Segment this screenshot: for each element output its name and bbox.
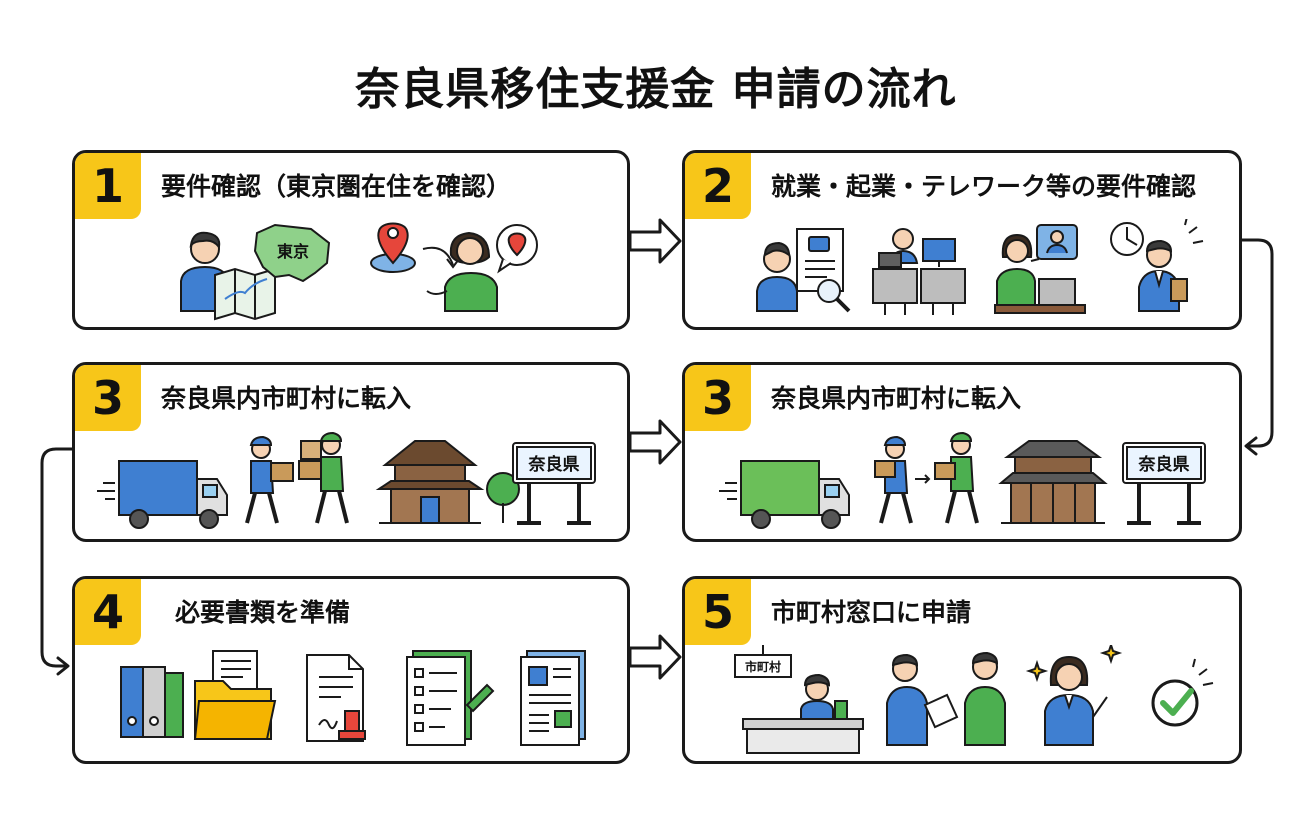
businessman-icon bbox=[1110, 219, 1204, 312]
movers-icon bbox=[245, 431, 349, 524]
step-number-badge: 5 bbox=[685, 579, 751, 645]
location-pin-icon bbox=[370, 222, 416, 273]
handover-icon bbox=[886, 651, 1006, 746]
step-title: 必要書類を準備 bbox=[175, 598, 351, 627]
step-1-illustration: 東京 bbox=[180, 222, 538, 321]
step-4-illustration bbox=[120, 650, 586, 746]
telework-icon bbox=[994, 224, 1086, 314]
step-3-illustration: 奈良県 bbox=[97, 431, 596, 529]
step-title: 奈良県内市町村に転入 bbox=[771, 384, 1022, 413]
check-icon bbox=[1151, 658, 1214, 727]
step-number-badge: 4 bbox=[75, 579, 141, 645]
arrow-3-to-4 bbox=[40, 447, 74, 676]
sign-icon bbox=[512, 442, 596, 525]
step-card-4: 4 必要書類を準備 bbox=[72, 576, 630, 764]
woman-icon bbox=[426, 231, 498, 312]
newsletter-icon bbox=[520, 650, 586, 746]
step-card-2: 2 就業・起業・テレワーク等の要件確認 bbox=[682, 150, 1242, 330]
binder-icon bbox=[120, 666, 184, 738]
approval-person-icon bbox=[1025, 645, 1123, 746]
step-title: 市町村窓口に申請 bbox=[771, 598, 972, 627]
step-title: 奈良県内市町村に転入 bbox=[161, 384, 412, 413]
folder-icon bbox=[193, 650, 277, 740]
map-label: 東京 bbox=[277, 242, 309, 261]
step-3b-illustration: 奈良県 bbox=[719, 431, 1206, 529]
seal-document-icon bbox=[306, 654, 366, 742]
tokyo-map-icon bbox=[253, 223, 331, 283]
step-number-badge: 2 bbox=[685, 153, 751, 219]
document-search-icon bbox=[756, 228, 851, 313]
movers-icon bbox=[874, 431, 979, 524]
house-icon bbox=[375, 440, 520, 524]
map-icon bbox=[214, 267, 276, 321]
arrow-3-to-3 bbox=[628, 419, 682, 465]
arrow-1-to-2 bbox=[628, 218, 682, 264]
step-number-badge: 1 bbox=[75, 153, 141, 219]
step-5-illustration: 市町村 bbox=[734, 645, 1214, 754]
step-number-badge: 3 bbox=[75, 365, 141, 431]
counter-icon bbox=[734, 645, 864, 754]
sign-label: 奈良県 bbox=[528, 454, 580, 475]
page-title: 奈良県移住支援金 申請の流れ bbox=[355, 64, 957, 115]
truck-icon bbox=[97, 460, 228, 529]
counter-label: 市町村 bbox=[745, 659, 781, 674]
speech-bubble-pin-icon bbox=[496, 224, 538, 274]
sign-icon bbox=[1122, 442, 1206, 525]
step-number-badge: 3 bbox=[685, 365, 751, 431]
arrow-2-to-3 bbox=[1240, 238, 1274, 456]
step-2-illustration bbox=[756, 219, 1204, 315]
house-icon bbox=[998, 440, 1108, 524]
sign-label: 奈良県 bbox=[1138, 454, 1190, 475]
office-desk-icon bbox=[872, 228, 966, 315]
step-card-1: 1 要件確認（東京圏在住を確認） 東京 bbox=[72, 150, 630, 330]
route-arrow bbox=[422, 246, 454, 266]
step-title: 要件確認（東京圏在住を確認） bbox=[161, 172, 512, 201]
step-card-3-left: 3 奈良県内市町村に転入 bbox=[72, 362, 630, 542]
step-title: 就業・起業・テレワーク等の要件確認 bbox=[771, 172, 1197, 201]
checklist-icon bbox=[406, 650, 495, 746]
arrow-4-to-5 bbox=[628, 634, 682, 680]
truck-icon bbox=[719, 460, 850, 529]
step-card-3-right: 3 奈良県内市町村に転入 bbox=[682, 362, 1242, 542]
step-card-5: 5 市町村窓口に申請 市町村 bbox=[682, 576, 1242, 764]
